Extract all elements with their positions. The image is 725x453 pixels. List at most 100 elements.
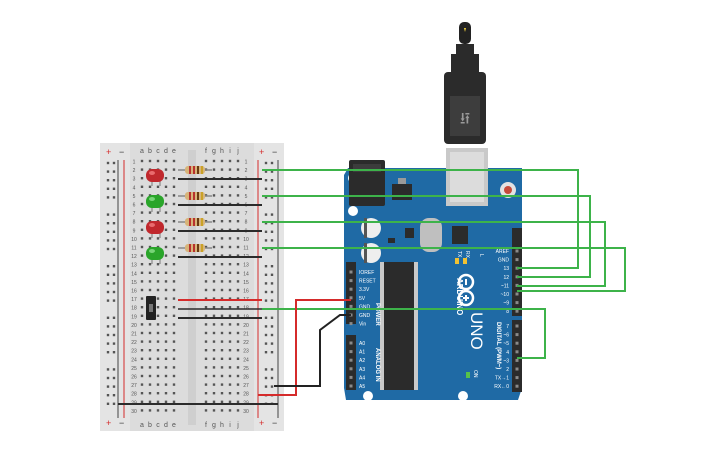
breadboard-hole[interactable]	[140, 323, 144, 326]
breadboard-hole[interactable]	[212, 306, 216, 309]
wire-red[interactable]	[258, 299, 351, 396]
breadboard-hole[interactable]	[236, 280, 240, 283]
breadboard-hole[interactable]	[236, 254, 240, 257]
breadboard-hole[interactable]	[212, 245, 216, 249]
breadboard-hole[interactable]	[148, 400, 152, 403]
rail-hole[interactable]	[270, 230, 274, 233]
breadboard-hole[interactable]	[220, 228, 224, 231]
rail-hole[interactable]	[270, 161, 274, 165]
breadboard-hole[interactable]	[236, 185, 240, 188]
breadboard-hole[interactable]	[140, 185, 144, 188]
breadboard-hole[interactable]	[172, 220, 176, 223]
breadboard-hole[interactable]	[228, 245, 232, 249]
header-pin[interactable]	[515, 309, 519, 313]
led-red[interactable]	[146, 169, 164, 186]
rail-hole[interactable]	[264, 316, 268, 319]
breadboard-hole[interactable]	[212, 314, 216, 317]
breadboard-hole[interactable]	[204, 288, 208, 292]
breadboard-hole[interactable]	[220, 245, 224, 249]
rail-hole[interactable]	[264, 333, 268, 337]
header-pin[interactable]	[349, 341, 353, 345]
breadboard-hole[interactable]	[220, 271, 224, 274]
breadboard-hole[interactable]	[164, 245, 168, 249]
digital-header-top[interactable]	[512, 228, 522, 316]
breadboard-hole[interactable]	[172, 177, 176, 180]
breadboard-hole[interactable]	[212, 280, 216, 283]
breadboard-hole[interactable]	[164, 306, 168, 309]
breadboard-hole[interactable]	[172, 263, 176, 266]
breadboard-hole[interactable]	[140, 331, 144, 335]
rail-hole[interactable]	[106, 273, 110, 276]
breadboard-hole[interactable]	[204, 263, 208, 266]
breadboard-hole[interactable]	[204, 159, 208, 163]
breadboard-hole[interactable]	[164, 159, 168, 163]
breadboard-hole[interactable]	[228, 288, 232, 292]
breadboard-hole[interactable]	[156, 280, 160, 283]
breadboard-hole[interactable]	[164, 400, 168, 403]
breadboard-hole[interactable]	[236, 314, 240, 317]
breadboard-hole[interactable]	[156, 263, 160, 266]
rail-hole[interactable]	[112, 213, 116, 216]
breadboard-hole[interactable]	[156, 366, 160, 369]
breadboard-hole[interactable]	[148, 323, 152, 326]
rail-hole[interactable]	[270, 325, 274, 328]
breadboard-hole[interactable]	[228, 392, 232, 395]
breadboard-hole[interactable]	[204, 314, 208, 317]
rail-hole[interactable]	[270, 213, 274, 216]
rail-hole[interactable]	[112, 179, 116, 182]
breadboard-hole[interactable]	[212, 168, 216, 171]
breadboard-hole[interactable]	[148, 392, 152, 395]
header-pin[interactable]	[349, 367, 353, 371]
breadboard-hole[interactable]	[236, 168, 240, 171]
rail-hole[interactable]	[264, 187, 268, 190]
breadboard-hole[interactable]	[220, 185, 224, 188]
breadboard-hole[interactable]	[204, 323, 208, 326]
breadboard-hole[interactable]	[140, 383, 144, 386]
breadboard-hole[interactable]	[156, 340, 160, 343]
breadboard-hole[interactable]	[164, 228, 168, 231]
resistor[interactable]	[178, 166, 212, 174]
rail-hole[interactable]	[270, 342, 274, 345]
breadboard-hole[interactable]	[140, 400, 144, 403]
breadboard-hole[interactable]	[172, 297, 176, 300]
rail-hole[interactable]	[106, 179, 110, 182]
breadboard-hole[interactable]	[204, 306, 208, 309]
breadboard-hole[interactable]	[156, 288, 160, 292]
breadboard-hole[interactable]	[220, 237, 224, 240]
breadboard-hole[interactable]	[228, 263, 232, 266]
breadboard-hole[interactable]	[172, 409, 176, 412]
breadboard-hole[interactable]	[172, 314, 176, 317]
breadboard-hole[interactable]	[172, 366, 176, 369]
rail-hole[interactable]	[112, 273, 116, 276]
breadboard-hole[interactable]	[236, 383, 240, 386]
breadboard-hole[interactable]	[220, 263, 224, 266]
led-green[interactable]	[146, 195, 164, 212]
rail-hole[interactable]	[106, 376, 110, 380]
rail-hole[interactable]	[106, 161, 110, 165]
breadboard-hole[interactable]	[236, 194, 240, 197]
breadboard-hole[interactable]	[164, 331, 168, 335]
breadboard-hole[interactable]	[220, 306, 224, 309]
wire-green[interactable]	[262, 308, 546, 359]
breadboard-hole[interactable]	[172, 211, 176, 214]
rail-hole[interactable]	[264, 239, 268, 242]
breadboard-hole[interactable]	[156, 306, 160, 309]
rail-hole[interactable]	[112, 299, 116, 302]
rail-hole[interactable]	[270, 376, 274, 380]
breadboard-hole[interactable]	[156, 271, 160, 274]
rail-hole[interactable]	[106, 316, 110, 319]
breadboard-hole[interactable]	[228, 349, 232, 352]
breadboard-hole[interactable]	[228, 383, 232, 386]
rail-hole[interactable]	[112, 170, 116, 173]
rail-hole[interactable]	[106, 368, 110, 371]
breadboard-hole[interactable]	[140, 297, 144, 300]
breadboard-hole[interactable]	[164, 383, 168, 386]
breadboard-hole[interactable]	[148, 220, 152, 223]
rail-hole[interactable]	[112, 239, 116, 242]
breadboard-hole[interactable]	[212, 366, 216, 369]
breadboard-hole[interactable]	[140, 168, 144, 171]
header-pin[interactable]	[515, 367, 519, 371]
breadboard-hole[interactable]	[172, 392, 176, 395]
breadboard-hole[interactable]	[172, 159, 176, 163]
breadboard-hole[interactable]	[140, 374, 144, 378]
